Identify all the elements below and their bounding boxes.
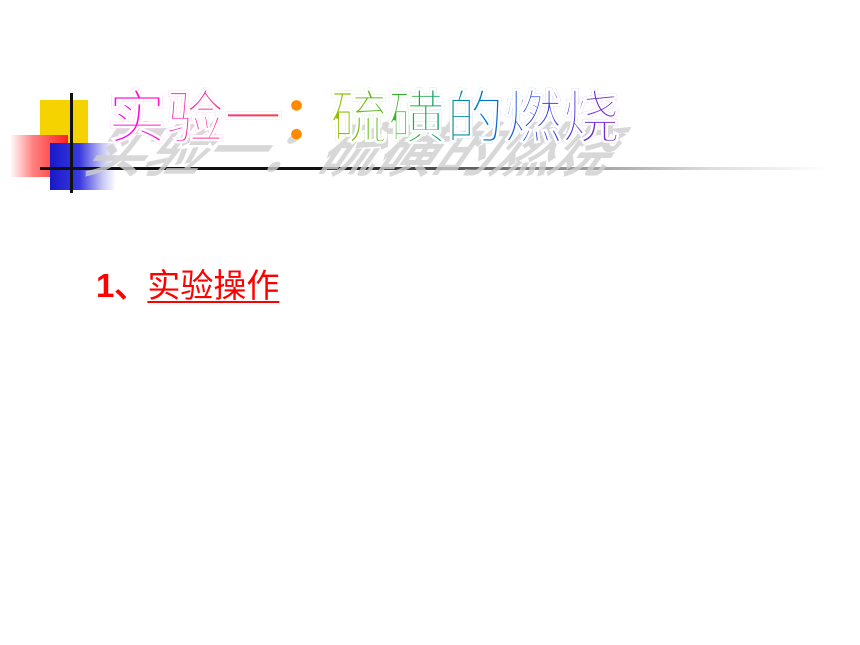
title-topic: 硫磺的燃烧: [330, 84, 621, 153]
list-item-number: 1、: [96, 267, 148, 304]
title-colon: ：: [282, 84, 341, 152]
list-item: 1、实验操作: [96, 262, 279, 310]
title-experiment-label: 实验一: [107, 84, 283, 153]
experiment-operation-link[interactable]: 实验操作: [147, 266, 280, 305]
decor-vertical-line: [70, 93, 73, 193]
title-underline-rule: [40, 167, 830, 170]
slide-title: 实验一 ： 硫磺的燃烧: [107, 82, 621, 154]
decor-blue-gradient-bar: [50, 143, 116, 190]
